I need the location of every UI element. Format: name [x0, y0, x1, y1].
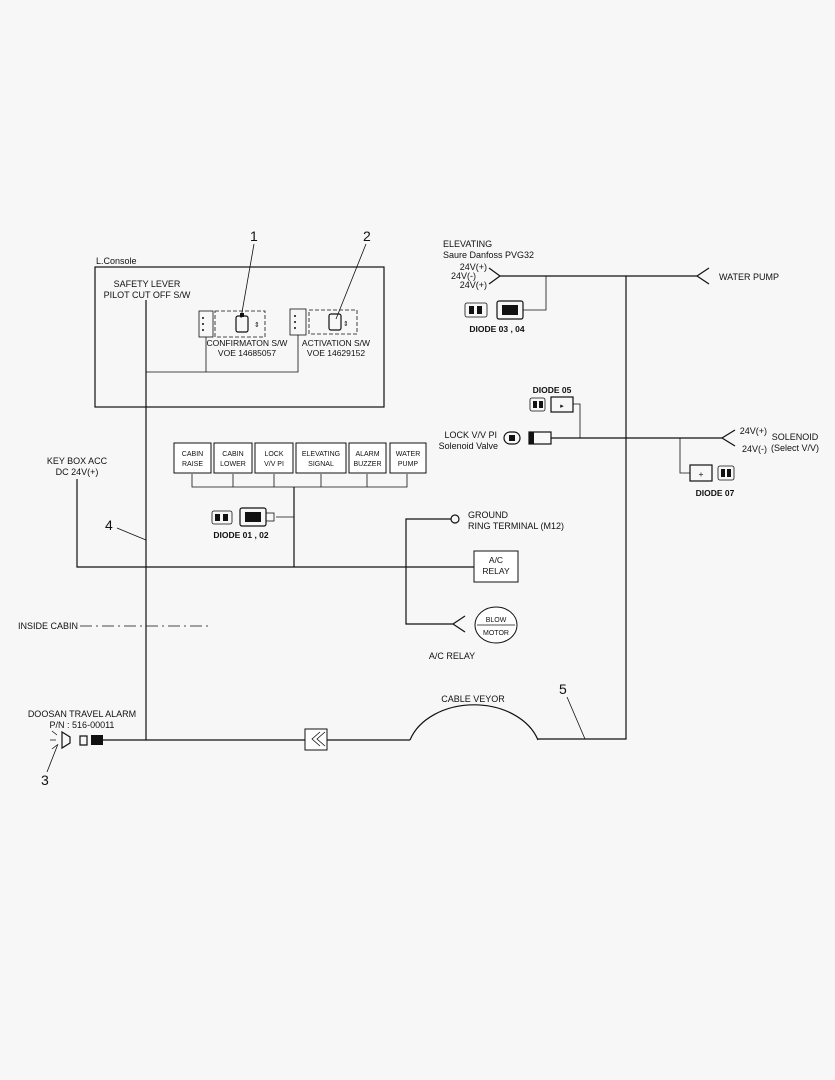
- switch-panel-item-label: V/V PI: [264, 461, 284, 468]
- elevating-label: ELEVATING: [443, 239, 492, 249]
- keybox-wire: [76, 479, 474, 568]
- switch-panel-item: ALARM BUZZER: [348, 442, 387, 474]
- lock-valve-sub: Solenoid Valve: [439, 441, 498, 451]
- activation-switch-part: VOE 14629152: [307, 348, 365, 358]
- keybox-label: KEY BOX ACC: [47, 456, 108, 466]
- callout-2: 2: [363, 228, 371, 244]
- switch-panel-item-label: WATER: [396, 451, 421, 458]
- diode-01-02: [211, 507, 275, 527]
- svg-text:⇕: ⇕: [254, 321, 260, 329]
- safety-lever-label: SAFETY LEVER: [114, 279, 181, 289]
- confirmation-switch-part: VOE 14685057: [218, 348, 276, 358]
- elevating-connector: [488, 267, 502, 285]
- switch-panel-item-label: BUZZER: [354, 461, 382, 468]
- safety-lever-label-2: PILOT CUT OFF S/W: [104, 290, 191, 300]
- elevating-pin-1: 24V(+): [460, 262, 487, 272]
- diode-07: +: [689, 464, 735, 482]
- solenoid-sub: (Select V/V): [771, 443, 819, 453]
- ground-label: GROUND: [468, 510, 508, 520]
- diode-03-04: [464, 300, 524, 320]
- cable-veyor-label: CABLE VEYOR: [441, 694, 505, 704]
- ground-sub: RING TERMINAL (M12): [468, 521, 564, 531]
- elevating-pin-2: 24V(-): [451, 271, 476, 281]
- callout-4: 4: [105, 517, 113, 533]
- switch-panel: CABIN RAISE CABIN LOWER LOCK V/V PI ELEVATING S…: [173, 442, 427, 474]
- svg-text:▸: ▸: [560, 403, 564, 410]
- ground-ring-terminal: [450, 514, 460, 524]
- confirmation-switch-label: CONFIRMATON S/W: [207, 338, 288, 348]
- ac-relay-box-line1: A/C: [489, 555, 503, 565]
- diode-07-label: DIODE 07: [696, 488, 735, 498]
- console-title: L.Console: [96, 256, 137, 266]
- solenoid-connector: [720, 429, 736, 447]
- inside-cabin-label: INSIDE CABIN: [18, 621, 78, 631]
- switch-panel-item: ELEVATING SIGNAL: [295, 442, 347, 474]
- elevating-part: Saure Danfoss PVG32: [443, 250, 534, 260]
- travel-alarm-part: P/N : 516-00011: [50, 720, 115, 730]
- water-pump-label: WATER PUMP: [719, 272, 779, 282]
- solenoid-label: SOLENOID: [772, 432, 819, 442]
- switch-panel-item: CABIN RAISE: [173, 442, 212, 474]
- callout-3: 3: [41, 772, 49, 788]
- solenoid-pin-2: 24V(-): [742, 444, 767, 454]
- elevating-pin-3: 24V(+): [460, 280, 487, 290]
- diode-01-02-label: DIODE 01 , 02: [213, 530, 269, 540]
- diode-03-04-label: DIODE 03 , 04: [469, 324, 525, 334]
- diode-05-label: DIODE 05: [533, 385, 572, 395]
- switch-panel-item: LOCK V/V PI: [254, 442, 294, 474]
- switch-panel-item-label: CABIN: [222, 451, 243, 458]
- switch-panel-item-label: ELEVATING: [302, 451, 340, 458]
- ac-relay-box-line2: RELAY: [482, 566, 510, 576]
- callout-5: 5: [559, 681, 567, 697]
- right-vertical-wire: [538, 276, 627, 740]
- lock-valve-label: LOCK V/V PI: [444, 430, 497, 440]
- blow-motor-line2: MOTOR: [483, 630, 509, 637]
- left-console-box: [94, 266, 385, 408]
- travel-alarm-label: DOOSAN TRAVEL ALARM: [28, 709, 136, 719]
- activation-switch: ⇕: [289, 308, 358, 336]
- svg-text:⇕: ⇕: [343, 320, 349, 328]
- travel-alarm-icon: [50, 730, 103, 750]
- blow-motor-line1: BLOW: [486, 617, 507, 624]
- callout-1: 1: [250, 228, 258, 244]
- svg-text:+: +: [699, 469, 704, 479]
- keybox-sub: DC 24V(+): [56, 467, 99, 477]
- switch-panel-item-label: LOCK: [264, 451, 283, 458]
- switch-panel-item-label: SIGNAL: [308, 461, 334, 468]
- switch-panel-item: WATER PUMP: [389, 442, 427, 474]
- blow-motor: [474, 606, 518, 644]
- water-pump-connector: [695, 267, 710, 285]
- diode-05: ▸: [529, 396, 574, 413]
- switch-panel-item-label: ALARM: [355, 451, 379, 458]
- switch-panel-item-label: CABIN: [182, 451, 203, 458]
- ac-relay-label: A/C RELAY: [429, 651, 475, 661]
- switch-panel-item-label: LOWER: [220, 461, 246, 468]
- solenoid-pin-1: 24V(+): [740, 426, 767, 436]
- confirmation-switch: ⇕: [198, 310, 266, 338]
- blow-motor-connector: [451, 615, 466, 633]
- activation-switch-label: ACTIVATION S/W: [302, 338, 370, 348]
- lock-valve-connector: [503, 431, 552, 445]
- cable-veyor-clamp: [304, 728, 328, 751]
- cable-veyor-arc: [409, 704, 539, 741]
- switch-panel-item-label: PUMP: [398, 461, 419, 468]
- switch-panel-item: CABIN LOWER: [213, 442, 253, 474]
- ac-relay-box: [473, 550, 519, 583]
- switch-panel-item-label: RAISE: [182, 461, 203, 468]
